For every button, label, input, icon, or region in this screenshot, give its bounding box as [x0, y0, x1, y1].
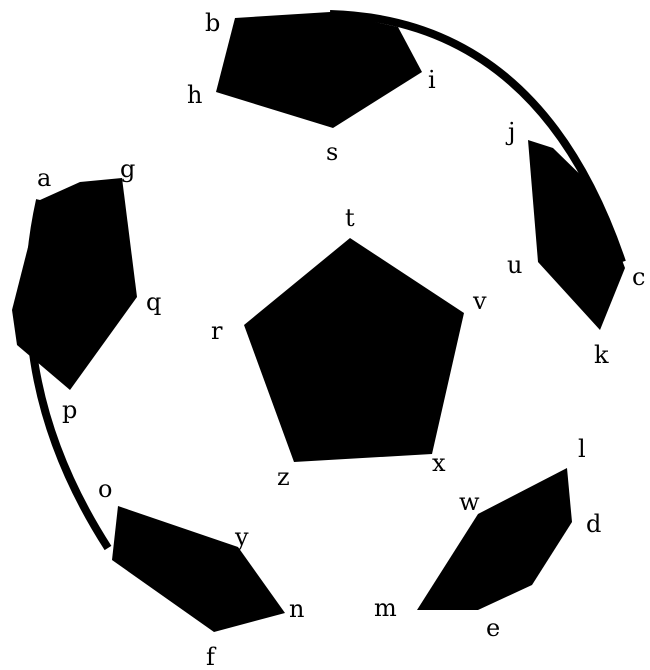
label-k: k — [594, 341, 609, 369]
label-r: r — [211, 317, 223, 345]
label-w: w — [459, 488, 480, 516]
label-m: m — [374, 594, 397, 622]
label-q: q — [146, 288, 161, 316]
label-z: z — [277, 463, 290, 491]
label-a: a — [37, 164, 51, 192]
label-i: i — [428, 66, 436, 94]
bottom-right-patch — [417, 468, 572, 610]
label-e: e — [486, 614, 500, 642]
label-f: f — [206, 643, 217, 670]
label-b: b — [205, 9, 220, 37]
center-pentagon — [244, 238, 464, 462]
label-c: c — [632, 263, 645, 291]
bottom-left-patch — [112, 506, 285, 632]
label-g: g — [120, 155, 135, 183]
label-j: j — [505, 118, 515, 146]
label-u: u — [507, 251, 522, 279]
label-h: h — [187, 81, 202, 109]
label-y: y — [234, 523, 249, 551]
label-t: t — [345, 204, 355, 232]
label-x: x — [432, 449, 446, 477]
label-d: d — [586, 510, 601, 538]
label-o: o — [98, 475, 112, 503]
label-l: l — [578, 435, 586, 463]
label-n: n — [289, 595, 304, 623]
label-p: p — [62, 396, 77, 424]
top-patch — [216, 12, 422, 128]
label-s: s — [326, 138, 338, 166]
label-v: v — [472, 287, 487, 315]
